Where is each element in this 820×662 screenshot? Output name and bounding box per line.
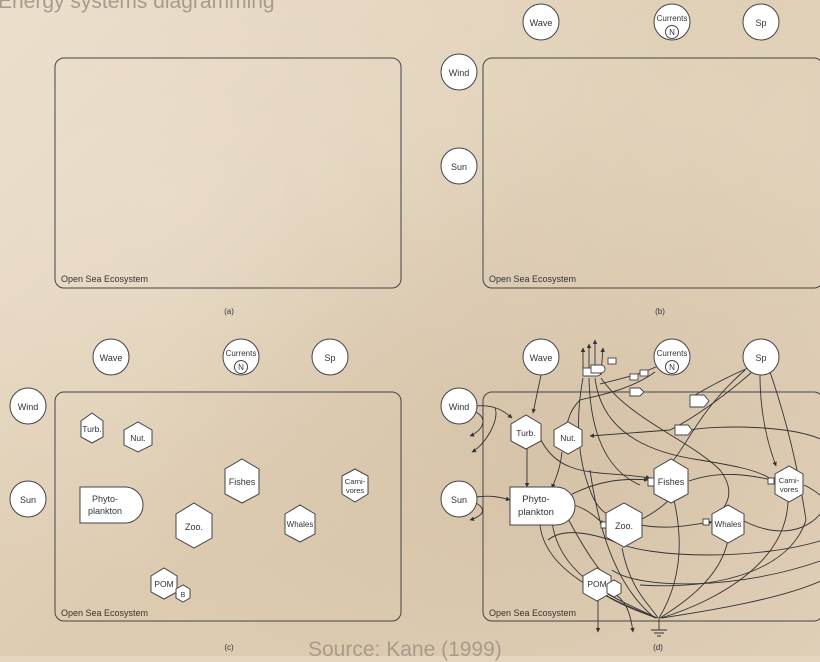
panel-b: Open Sea Ecosystem (b) Wave Currents N S… [440,3,820,316]
svg-text:vores: vores [346,486,365,495]
svg-text:Sp: Sp [755,353,766,363]
sp-source: Sp [742,338,780,376]
svg-text:Fishes: Fishes [229,477,256,487]
whales-consumer: Whales [711,504,745,544]
svg-text:Currents: Currents [657,349,688,358]
sun-source: Sun [440,480,478,518]
system-boundary [482,57,820,289]
slide-title: Energy systems diagramming [0,0,275,13]
svg-text:N: N [669,363,675,372]
svg-text:Wave: Wave [530,18,553,28]
svg-text:Sun: Sun [451,162,467,172]
svg-text:Zoo.: Zoo. [615,521,633,531]
wind-source: Wind [440,387,478,425]
nutrient-marker [665,25,679,39]
system-label: Open Sea Ecosystem [489,274,576,284]
sp-source: Sp [742,3,780,41]
svg-text:plankton: plankton [518,507,554,518]
svg-text:POM: POM [154,579,173,589]
system-label: Open Sea Ecosystem [489,608,576,618]
svg-text:Sp: Sp [755,18,766,28]
svg-text:Whales: Whales [287,520,314,529]
whales-consumer: Whales [284,504,316,543]
system-boundary [54,57,402,289]
svg-text:Turb.: Turb. [516,428,536,438]
svg-text:Fishes: Fishes [658,477,685,487]
svg-text:Zoo.: Zoo. [185,522,203,532]
sun-source: Sun [440,147,478,185]
svg-text:vores: vores [780,485,799,494]
currents-source: Currents N [222,338,260,376]
turbulence-storage: Turb. [510,414,542,450]
pom-storage: POM [582,567,622,602]
svg-text:Wind: Wind [18,402,39,412]
nutrient-marker [665,360,679,374]
svg-text:Sun: Sun [451,495,467,505]
svg-text:Wind: Wind [449,68,470,78]
system-label: Open Sea Ecosystem [61,274,148,284]
svg-text:Sp: Sp [324,353,335,363]
currents-source: Currents N [653,3,691,41]
svg-text:Carni-: Carni- [345,477,366,486]
panel-d: Open Sea Ecosystem (d) [440,338,820,652]
carnivores-consumer: Carni- vores [774,465,804,503]
svg-text:plankton: plankton [88,506,122,516]
sp-source: Sp [311,338,349,376]
system-boundary [482,391,820,622]
nutrient-storage: Nut. [553,421,583,455]
sun-source: Sun [9,480,47,518]
svg-text:Currents: Currents [657,14,688,23]
svg-text:Wave: Wave [100,353,123,363]
svg-text:Nut.: Nut. [560,433,576,443]
svg-text:B: B [181,592,186,599]
svg-text:Sun: Sun [20,495,36,505]
bacteria-marker [175,584,191,603]
svg-text:Phyto-: Phyto- [92,494,118,504]
fishes-consumer: Fishes [653,458,689,504]
svg-text:Wave: Wave [530,353,553,363]
panel-a: Open Sea Ecosystem (a) [54,57,402,316]
svg-text:N: N [238,363,244,372]
svg-text:POM: POM [587,579,606,589]
fishes-consumer: Fishes [224,458,260,504]
panel-caption: (b) [655,307,665,316]
nutrient-storage: Nut. [123,421,153,453]
bacteria-marker [606,579,622,598]
wind-source: Wind [9,387,47,425]
svg-text:Whales: Whales [715,520,742,529]
carnivores-consumer: Carni- vores [341,468,369,503]
source-credit: Source: Kane (1999) [308,638,502,661]
energy-flow-network [469,339,820,637]
currents-source: Currents N [653,338,691,376]
flow-interactions [582,357,775,529]
svg-text:Carni-: Carni- [779,476,800,485]
wind-source: Wind [440,53,478,91]
panel-caption: (a) [224,307,234,316]
svg-text:Currents: Currents [226,349,257,358]
phytoplankton-producer: Phyto- plankton [79,486,144,524]
svg-text:Wind: Wind [449,402,470,412]
panel-c: Open Sea Ecosystem (c) Wave Currents N S… [9,338,402,652]
nutrient-marker [234,360,248,374]
phytoplankton-producer: Phyto- plankton [509,486,576,526]
svg-text:N: N [669,28,675,37]
system-label: Open Sea Ecosystem [61,608,148,618]
zooplankton-consumer: Zoo. [175,502,213,549]
svg-text:Nut.: Nut. [130,433,146,443]
panel-caption: (c) [224,643,234,652]
pom-storage: POM B [150,567,191,603]
wave-source: Wave [522,3,560,41]
svg-text:Turb.: Turb. [82,424,102,434]
zooplankton-consumer: Zoo. [605,502,643,548]
wave-source: Wave [522,338,560,376]
svg-text:Phyto-: Phyto- [522,494,549,505]
turbulence-storage: Turb. [80,412,104,444]
system-boundary [54,391,402,622]
panel-caption: (d) [653,643,663,652]
wave-source: Wave [92,338,130,376]
